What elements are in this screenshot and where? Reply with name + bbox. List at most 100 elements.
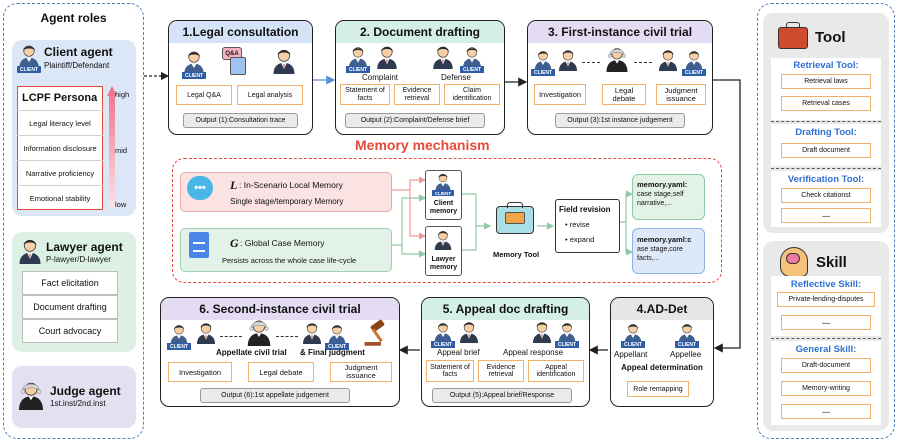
lawyer-memory-icon	[434, 231, 452, 250]
stage1-lawyer-icon	[273, 49, 295, 74]
stage2-client-badge: CLIENT	[346, 66, 370, 73]
stage3-title: 3. First-instance civil trial	[547, 25, 693, 39]
stage6-title: 6. Second-instance civil trial	[199, 302, 361, 316]
stage3-box-judgment: Judgment issuance	[656, 84, 706, 105]
lawyer-memory-label: Lawyer memory	[429, 256, 458, 271]
skill-reflective-more: ....	[781, 315, 871, 330]
stage1-title: 1.Legal consultation	[182, 25, 299, 39]
stage6-output: Output (6):1st appellate judgement	[200, 388, 350, 403]
client-agent-title: Client agent	[44, 45, 113, 59]
global-memory-card	[180, 228, 392, 272]
field-revision-title: Field revision	[559, 205, 611, 214]
yaml-card-2-text: ase stage,core facts,...	[637, 246, 683, 262]
stage5-label-response: Appeal response	[503, 348, 564, 357]
local-memory-card	[180, 172, 392, 212]
stage6-dash-left	[220, 336, 242, 337]
tool-divider-1	[771, 121, 881, 122]
google-doc-lines	[193, 242, 205, 252]
skill-general-title: General Skill:	[795, 343, 857, 355]
client-memory-badge: CLIENT	[432, 190, 454, 196]
tool-retrieval-title: Retrieval Tool:	[793, 59, 859, 71]
lcpf-persona-box	[17, 86, 103, 210]
tool-more: ....	[781, 208, 871, 223]
stage5-client-left-icon	[434, 323, 452, 342]
stage3-box-debate: Legal debate	[602, 84, 646, 105]
level-high: high	[115, 90, 130, 99]
stage2-client-right-icon	[462, 47, 482, 68]
toolbox-icon	[778, 27, 808, 49]
field-item-expand-text: expand	[569, 235, 595, 244]
tool-check-citations: Check citationst	[781, 188, 871, 203]
skill-divider	[771, 338, 881, 339]
stage3-lawyer-left-icon	[558, 50, 578, 71]
stage3-client-left-icon	[534, 51, 552, 70]
stage2-output: Output (2):Complaint/Defense brief	[345, 113, 485, 128]
skill-reflective-title: Reflective Skill:	[790, 278, 862, 290]
arrow-global-to-lawyer	[401, 245, 427, 258]
tool-divider-2	[771, 168, 881, 169]
field-item-expand: • expand	[565, 235, 595, 244]
stage6-client-right-icon	[328, 325, 346, 344]
judge-agent-subtitle: 1st.inst/2nd.inst	[50, 399, 106, 408]
field-item-revise-text: revise	[569, 220, 590, 229]
stage5-title: 5. Appeal doc drafting	[442, 302, 569, 316]
trait-4: Emotional stability	[17, 185, 103, 210]
arrow-memories-to-tool	[462, 193, 492, 230]
stage1-box-analysis: Legal analysis	[237, 85, 303, 105]
persona-level-gradient	[107, 86, 117, 208]
arrow-local-to-memories	[392, 176, 427, 191]
skill-private-lending: Private-lending-disputes	[777, 292, 875, 307]
toolbox-handle-icon	[786, 22, 800, 28]
client-badge: CLIENT	[17, 66, 41, 73]
trait-2: Information disclosure	[17, 135, 103, 160]
skill-title: Skill	[816, 254, 847, 271]
agent-roles-title: Agent roles	[40, 11, 107, 25]
arrow-stage3-to-stage4	[713, 79, 741, 353]
skill-general-more: ....	[781, 404, 871, 419]
stage3-dash-left	[582, 62, 600, 63]
stage6-header	[161, 298, 399, 320]
stage6-box-investigation: Investigation	[168, 362, 232, 382]
stage4-determination: Appeal determination	[621, 362, 703, 372]
stage5-box-appeal: Appeal identification	[528, 360, 584, 382]
arrow-field-to-yaml1	[620, 190, 634, 223]
stage3-output: Output (3):1st instance judgement	[555, 113, 685, 128]
tool-retrieval-cases: Retrieval cases	[781, 96, 871, 111]
global-memory-desc: Persists across the whole case life-cycl…	[222, 256, 357, 265]
lawyer-skill-2: Document drafting	[22, 295, 118, 319]
memory-title: Memory mechanism	[355, 137, 490, 153]
arrow-lawyer-to-tool	[462, 226, 477, 251]
stage3-dash-right	[634, 62, 652, 63]
tool-drafting-title: Drafting Tool:	[795, 126, 857, 138]
stage4-title: 4.AD-Det	[636, 302, 688, 316]
judge-agent-title: Judge agent	[50, 384, 121, 398]
stage5-box-facts: Statement of facts	[426, 360, 474, 382]
stage4-client-right-icon	[678, 324, 696, 343]
stage4-box-remapping: Role remapping	[627, 381, 689, 397]
stage2-label-complaint: Complaint	[362, 73, 399, 82]
skill-draft-document: Draft-document	[781, 358, 871, 373]
stage5-header	[422, 298, 589, 320]
stage1-header	[169, 21, 312, 43]
stage6-caption-b: & Final judgment	[300, 348, 365, 357]
stage2-lawyer-right-icon	[432, 46, 454, 69]
tool-title: Tool	[815, 29, 846, 46]
local-memory-letter: L	[230, 178, 238, 192]
stage6-box-judgment: Judgment issuance	[330, 362, 392, 382]
stage2-box-facts: Statement of facts	[340, 84, 390, 105]
stage3-box-investigation: Investigation	[534, 84, 586, 105]
stage6-lawyer-right-icon	[302, 323, 322, 344]
stage2-box-claim: Claim identification	[444, 84, 500, 105]
chat-bubble-icon: •••	[187, 176, 213, 200]
stage4-client-right-badge: CLIENT	[675, 341, 699, 348]
lawyer-agent-subtitle: P-lawyer/D-lawyer	[46, 255, 111, 264]
stage5-client-right-badge: CLIENT	[555, 341, 579, 348]
memory-tool-handle	[507, 202, 523, 208]
field-item-revise: • revise	[565, 220, 590, 229]
field-revision-box	[555, 199, 620, 253]
local-memory-name: : In-Scenario Local Memory	[239, 180, 343, 190]
local-memory-desc: Single stage/temporary Memory	[230, 197, 344, 206]
yaml-card-1-text: case stage,self narrative,...	[637, 191, 684, 207]
stage1-output: Output (1):Consultation trace	[183, 113, 298, 128]
